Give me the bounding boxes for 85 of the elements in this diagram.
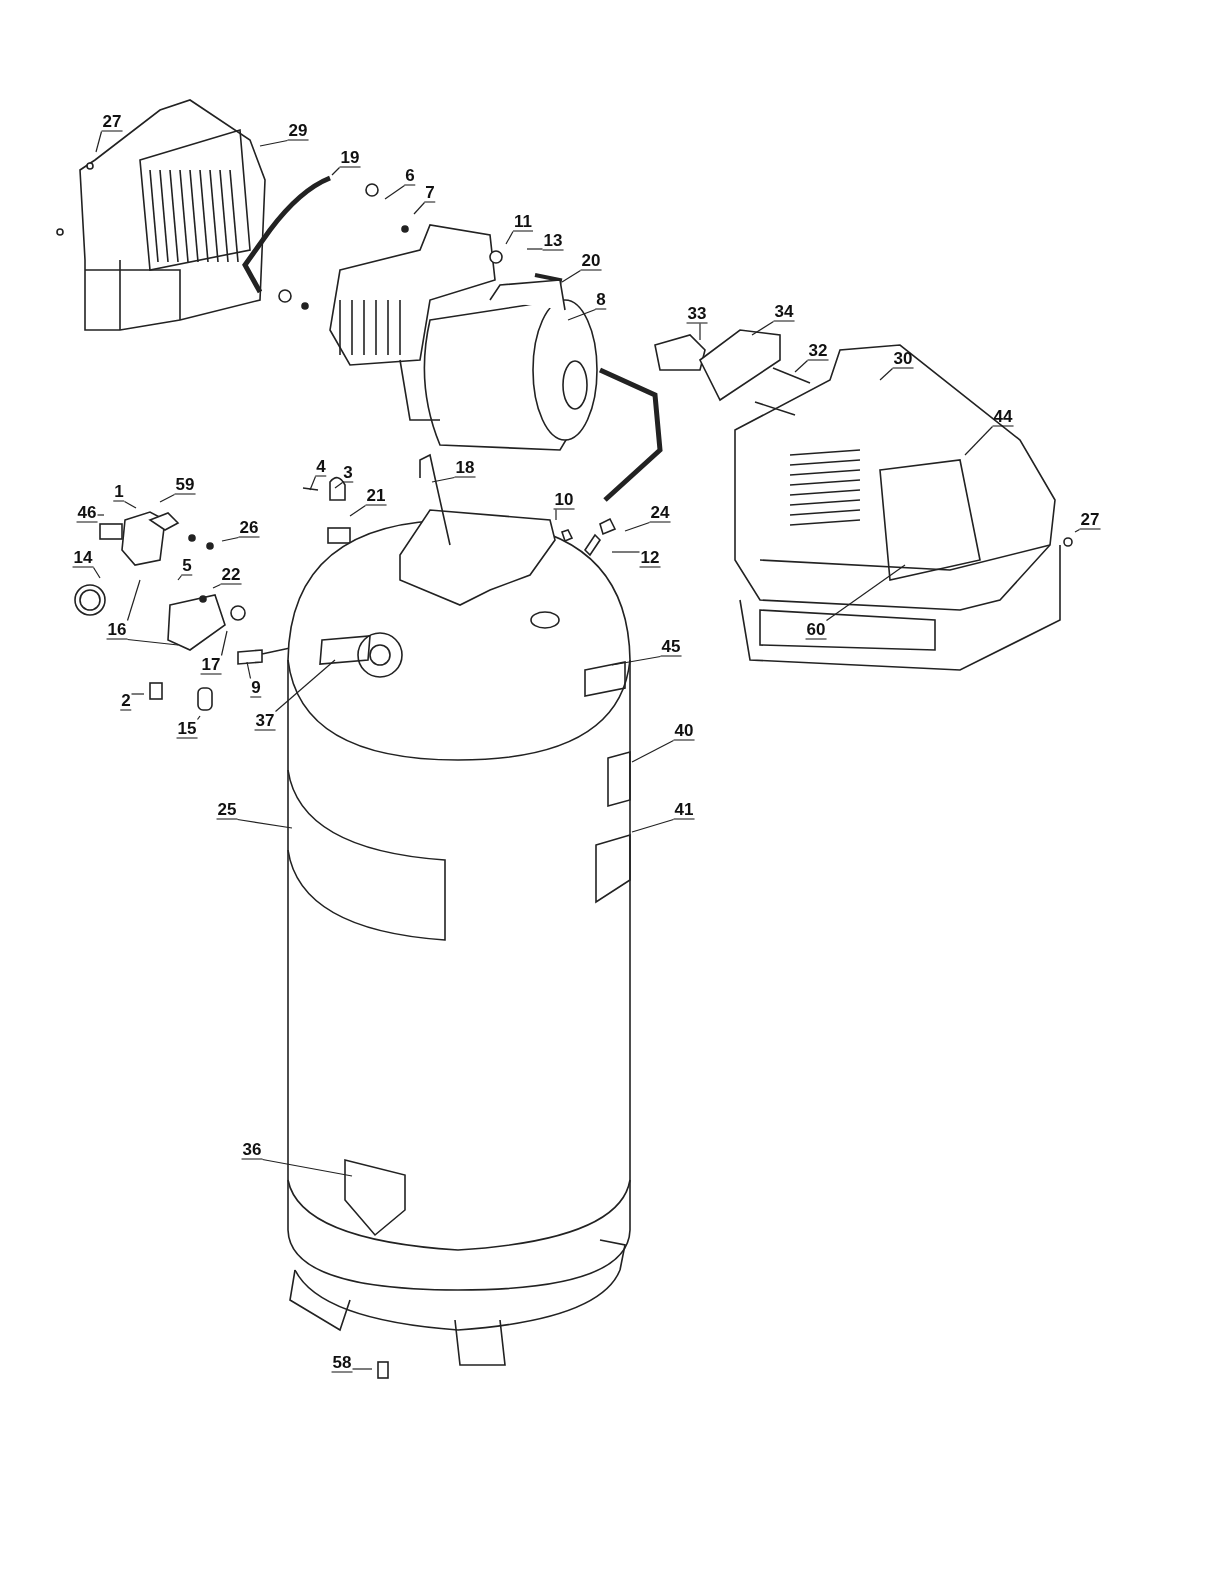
callout-number: 60 (805, 620, 827, 640)
leader-line (123, 500, 137, 509)
callout-number: 21 (365, 486, 387, 506)
callout-number: 8 (595, 290, 607, 310)
callout-number: 41 (673, 800, 695, 820)
callout-number: 27 (101, 112, 123, 132)
leader-line (221, 536, 240, 542)
leader-line (567, 308, 597, 321)
callout-number: 16 (106, 620, 128, 640)
callout-number: 45 (660, 637, 682, 657)
callout-number: 36 (241, 1140, 263, 1160)
leader-line (212, 583, 222, 589)
leader-line (879, 367, 894, 381)
leader-line (95, 130, 103, 153)
callout-number: 27 (1079, 510, 1101, 530)
callout-number: 4 (315, 457, 327, 477)
leader-line (246, 661, 252, 680)
leader-line (384, 184, 406, 200)
callout-number: 6 (404, 166, 416, 186)
leader-line (334, 481, 344, 489)
callout-number: 5 (181, 556, 193, 576)
leader-line (611, 655, 662, 666)
leader-line (331, 166, 341, 176)
callout-number: 18 (454, 458, 476, 478)
leader-line (96, 514, 105, 516)
callout-number: 10 (553, 490, 575, 510)
callout-number: 14 (72, 548, 94, 568)
callout-number: 1 (113, 482, 125, 502)
leader-line (274, 659, 336, 713)
leader-line (561, 269, 582, 283)
leader-line (794, 359, 809, 373)
callout-number: 3 (342, 463, 354, 483)
leader-line (505, 230, 514, 245)
callout-number: 20 (580, 251, 602, 271)
leader-line (159, 493, 176, 503)
callout-number: 26 (238, 518, 260, 538)
callout-number: 11 (513, 212, 533, 232)
leader-line (309, 475, 317, 491)
leader-line (259, 139, 289, 147)
leader-line (196, 715, 201, 721)
leader-line (631, 818, 675, 833)
leader-line (92, 566, 101, 579)
leader-line (126, 638, 179, 646)
leader-line (825, 564, 906, 622)
leader-line (220, 630, 228, 657)
leader-line (624, 521, 651, 532)
leader-line (349, 504, 367, 517)
leader-line (631, 739, 675, 763)
leader-line (236, 818, 293, 829)
callout-number: 15 (176, 719, 198, 739)
leader-line (351, 1368, 373, 1370)
leader-line (611, 551, 641, 553)
callout-number: 37 (254, 711, 276, 731)
leader-line (964, 425, 994, 456)
callout-number: 17 (200, 655, 222, 675)
callout-number: 58 (331, 1353, 353, 1373)
callout-number: 12 (639, 548, 661, 568)
callout-number: 9 (250, 678, 262, 698)
callout-number: 59 (174, 475, 196, 495)
callout-number: 25 (216, 800, 238, 820)
callout-number: 30 (892, 349, 914, 369)
leader-line (261, 1158, 353, 1177)
leader-line (126, 579, 141, 622)
callout-number: 32 (807, 341, 829, 361)
callout-number: 40 (673, 721, 695, 741)
callout-number: 33 (686, 304, 708, 324)
callout-number: 46 (76, 503, 98, 523)
callout-number: 2 (120, 691, 132, 711)
callout-number: 22 (220, 565, 242, 585)
callout-number: 24 (649, 503, 671, 523)
leader-line (1074, 528, 1081, 533)
callout-number: 7 (424, 183, 436, 203)
callout-number: 44 (992, 407, 1014, 427)
callout-number: 19 (339, 148, 361, 168)
leader-line (751, 320, 775, 336)
callout-number: 29 (287, 121, 309, 141)
leader-line (177, 574, 183, 581)
leader-line (526, 248, 544, 250)
leader-line (699, 322, 701, 341)
leader-line (413, 201, 426, 215)
callout-number: 13 (542, 231, 564, 251)
leader-line (130, 693, 145, 695)
leader-line (431, 476, 456, 483)
leader-line (555, 508, 557, 521)
callout-number: 34 (773, 302, 795, 322)
